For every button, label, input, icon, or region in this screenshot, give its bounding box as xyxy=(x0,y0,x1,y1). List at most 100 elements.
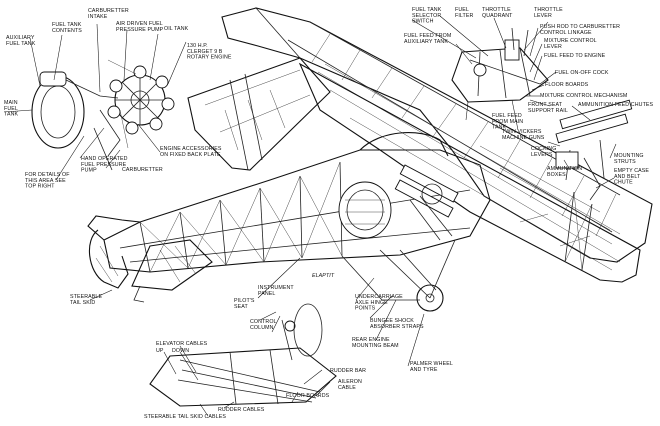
callout-line: 130 H.P. xyxy=(187,43,208,49)
callout-line: COLUMN xyxy=(250,325,274,331)
callout-line: UNDERCARRIAGE xyxy=(355,294,403,300)
lower-wing xyxy=(298,62,641,283)
callout-line: TOP RIGHT xyxy=(25,184,55,190)
label-rudder-cables: RUDDER CABLES xyxy=(218,407,265,413)
callout-line: CARBURETTER xyxy=(122,167,163,173)
callout-line: CABLE xyxy=(338,385,356,391)
callout-line: QUADRANT xyxy=(482,13,513,19)
label-elevator-down: DOWN xyxy=(172,348,189,354)
callout-line: MACHINE GUNS xyxy=(502,135,545,141)
callout-line: TANK xyxy=(4,112,19,118)
callout-line: CONTENTS xyxy=(52,28,82,34)
callout-line: FUEL FEED TO ENGINE xyxy=(544,53,606,59)
callout-line: AND TYRE xyxy=(410,367,438,373)
cockpit-area xyxy=(338,132,459,241)
callout-line: OIL TANK xyxy=(164,26,189,32)
label-floor-boards-top: FLOOR BOARDS xyxy=(545,82,589,88)
callout-line: RUDDER BAR xyxy=(330,368,366,374)
label-elevator-up: UP xyxy=(156,348,164,354)
callout-line: FUEL ON-OFF COCK xyxy=(555,70,609,76)
callout-line: AILERON xyxy=(338,379,362,385)
callout-line: CHUTE xyxy=(614,180,633,186)
callout-line: AXLE HINGE xyxy=(355,300,388,306)
callout-line: AMMUNITION FEED CHUTES xyxy=(578,102,654,108)
callout-line: SWITCH xyxy=(412,19,434,25)
callout-line: AMMUNITION xyxy=(547,166,582,172)
callout-line: FUEL TANK xyxy=(6,41,36,47)
callout-line: MIXTURE CONTROL MECHANISM xyxy=(540,93,627,99)
fuselage xyxy=(103,149,491,273)
callout-line: FUEL TANK xyxy=(412,7,442,13)
callout-line: STEERABLE TAIL SKID CABLES xyxy=(144,414,226,420)
callout-line: FUEL FEED FROM xyxy=(404,33,451,39)
callout-line: FILTER xyxy=(455,13,474,19)
callout-line: FUEL PRESSURE xyxy=(81,162,127,168)
label-ammunition-chutes: AMMUNITION FEED CHUTES xyxy=(578,102,654,108)
callout-line: SEAT xyxy=(234,304,249,310)
callout-line: BOXES xyxy=(547,172,566,178)
engine-inset xyxy=(31,59,175,171)
callout-line: LEVER xyxy=(534,13,552,19)
callout-line: PILOT'S xyxy=(234,298,255,304)
callout-line: FUEL FEED xyxy=(492,113,522,119)
callout-line: STEERABLE xyxy=(70,294,102,300)
callout-line: FROM MAIN xyxy=(492,119,523,125)
callout-line: UP xyxy=(156,348,164,354)
callout-line: PANEL xyxy=(258,291,275,297)
callout-line: CONTROL xyxy=(250,319,277,325)
callout-line: INTAKE xyxy=(88,14,108,20)
callout-line: FRONT SEAT xyxy=(528,102,563,108)
callout-line: ON FIXED BACK PLATE xyxy=(160,152,221,158)
callout-line: STRUTS xyxy=(614,159,636,165)
callout-line: SUPPORT RAIL xyxy=(528,108,568,114)
callout-line: THIS AREA SEE xyxy=(25,178,66,184)
callout-line: INSTRUMENT xyxy=(258,285,294,291)
label-rudder-bar: RUDDER BAR xyxy=(330,368,366,374)
callout-line: AUXILIARY xyxy=(6,35,35,41)
callout-line: AND BELT xyxy=(614,174,641,180)
callout-line: THROTTLE xyxy=(534,7,563,13)
callout-line: THROTTLE xyxy=(482,7,511,13)
callout-line: PALMER WHEEL xyxy=(410,361,453,367)
guns-inset xyxy=(555,99,633,201)
floor-inset xyxy=(149,303,337,407)
callout-line: AUXILIARY TANK xyxy=(404,39,448,45)
callout-line: FUEL TANK xyxy=(52,22,82,28)
callout-line: LEVER xyxy=(544,44,562,50)
callout-line: FUEL xyxy=(4,106,18,112)
callout-line: FLOOR BOARDS xyxy=(545,82,589,88)
callout-line: HAND OPERATED xyxy=(81,156,128,162)
callout-line: CARBURETTER xyxy=(88,8,129,14)
label-fuel-feed-engine: FUEL FEED TO ENGINE xyxy=(544,53,606,59)
undercarriage xyxy=(341,239,456,312)
callout-line: MOUNTING xyxy=(614,153,644,159)
callout-line: PUSH ROD TO CARBURETTER xyxy=(540,24,620,30)
tail-unit xyxy=(87,215,213,303)
callout-line: LEVERS xyxy=(531,152,553,158)
callout-line: FLOOR BOARDS xyxy=(286,393,330,399)
callout-line: BUNGEE SHOCK xyxy=(370,318,414,324)
callout-line: ENGINE ACCESSORIES xyxy=(160,146,222,152)
label-carburettor: CARBURETTER xyxy=(122,167,163,173)
callout-line: COCKING xyxy=(531,146,556,152)
